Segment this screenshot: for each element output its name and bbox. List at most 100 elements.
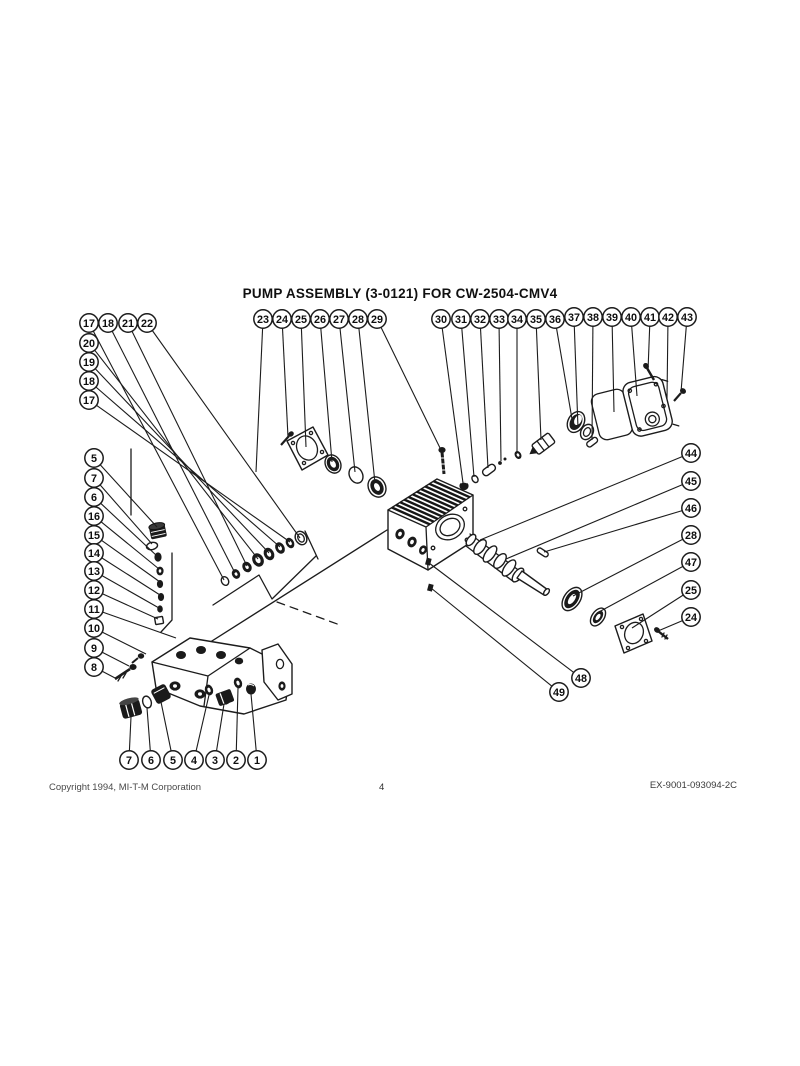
callout-balloon-25: 25: [291, 309, 311, 329]
callout-balloon-42: 42: [658, 307, 678, 327]
callout-balloon-24: 24: [272, 309, 292, 329]
svg-text:13: 13: [88, 566, 100, 578]
svg-text:28: 28: [685, 530, 697, 542]
leader-line-35: [535, 328, 542, 441]
callout-balloon-5: 5: [163, 750, 183, 770]
bearing-cover-plate: [622, 375, 680, 437]
callout-balloon-10: 10: [84, 618, 104, 638]
callout-balloon-12: 12: [84, 580, 104, 600]
callout-balloon-43: 43: [677, 307, 697, 327]
pump-head-drawing: [114, 637, 293, 715]
plunger-seal-row-drawing: [220, 530, 308, 586]
callout-balloon-21: 21: [118, 313, 138, 333]
svg-text:42: 42: [662, 312, 674, 324]
svg-text:7: 7: [91, 473, 97, 485]
svg-text:34: 34: [511, 314, 523, 326]
callout-balloon-48: 48: [571, 668, 591, 688]
svg-text:15: 15: [88, 530, 100, 542]
callout-balloon-8: 8: [84, 657, 104, 677]
leader-line-49: [430, 587, 553, 687]
svg-text:7: 7: [126, 755, 132, 767]
leader-line-27: [339, 328, 356, 473]
leader-line-16: [100, 521, 160, 570]
svg-text:4: 4: [191, 755, 197, 767]
leader-line-24: [281, 328, 289, 438]
shaft-bearing-seal-drawing: [561, 586, 669, 654]
svg-text:32: 32: [474, 314, 486, 326]
callout-balloon-18: 18: [79, 371, 99, 391]
callout-balloon-40: 40: [621, 307, 641, 327]
callout-balloon-3: 3: [205, 750, 225, 770]
svg-text:48: 48: [575, 673, 587, 685]
callout-balloon-29: 29: [367, 309, 387, 329]
leader-line-41: [647, 326, 651, 372]
svg-text:18: 18: [83, 376, 95, 388]
leader-line-28: [572, 538, 684, 597]
svg-text:17: 17: [83, 395, 95, 407]
callout-balloon-16: 16: [84, 506, 104, 526]
drain-plug-screw: [427, 583, 434, 592]
callout-balloon-45: 45: [681, 471, 701, 491]
svg-text:37: 37: [568, 312, 580, 324]
leader-line-22: [151, 330, 301, 539]
port-fittings-drawing: [119, 677, 256, 719]
leader-line-28: [358, 328, 376, 484]
svg-text:20: 20: [83, 338, 95, 350]
svg-text:5: 5: [91, 453, 97, 465]
callout-balloon-28: 28: [348, 309, 368, 329]
callout-balloon-32: 32: [470, 309, 490, 329]
leader-line-37: [573, 326, 579, 429]
svg-text:41: 41: [644, 312, 656, 324]
callout-balloon-31: 31: [451, 309, 471, 329]
valve-stack-drawing: [145, 522, 167, 626]
leader-line-19: [94, 368, 270, 554]
leader-line-39: [611, 326, 615, 413]
svg-text:31: 31: [455, 314, 467, 326]
leader-line-9: [101, 651, 130, 667]
svg-text:16: 16: [88, 511, 100, 523]
svg-text:25: 25: [295, 314, 307, 326]
svg-text:44: 44: [685, 448, 697, 460]
callout-balloon-39: 39: [602, 307, 622, 327]
callout-balloon-9: 9: [84, 638, 104, 658]
leader-line-23: [255, 328, 264, 473]
callout-balloon-6: 6: [84, 487, 104, 507]
callout-balloon-27: 27: [329, 309, 349, 329]
valve-hardware-drawing: [438, 432, 599, 491]
leader-line-30: [441, 328, 464, 484]
leader-line-11: [102, 611, 177, 639]
callout-balloon-34: 34: [507, 309, 527, 329]
callout-balloon-28: 28: [681, 525, 701, 545]
leader-line-5: [160, 701, 172, 752]
svg-text:49: 49: [553, 687, 565, 699]
svg-text:28: 28: [352, 314, 364, 326]
leader-line-6: [146, 707, 151, 751]
callout-balloon-17: 17: [79, 390, 99, 410]
leader-line-40: [631, 326, 638, 397]
svg-text:2: 2: [233, 755, 239, 767]
page-title: PUMP ASSEMBLY (3-0121) FOR CW-2504-CMV4: [242, 286, 558, 301]
svg-text:5: 5: [170, 755, 176, 767]
callout-balloon-24: 24: [681, 607, 701, 627]
svg-text:27: 27: [333, 314, 345, 326]
callout-balloon-38: 38: [583, 307, 603, 327]
callout-balloon-22: 22: [137, 313, 157, 333]
callout-balloon-17: 17: [79, 313, 99, 333]
leader-line-25: [300, 328, 307, 448]
svg-text:29: 29: [371, 314, 383, 326]
leader-line-25: [631, 594, 684, 629]
callout-balloon-15: 15: [84, 525, 104, 545]
front-flange-seals-drawing: [280, 426, 387, 498]
crankcase-drawing: [387, 478, 474, 592]
svg-text:19: 19: [83, 357, 95, 369]
leader-line-47: [596, 565, 684, 614]
svg-text:24: 24: [276, 314, 288, 326]
callout-balloon-46: 46: [681, 498, 701, 518]
leader-line-7: [128, 716, 132, 751]
leader-line-18: [95, 386, 281, 548]
svg-text:30: 30: [435, 314, 447, 326]
leader-line-15: [101, 539, 161, 583]
svg-text:17: 17: [83, 318, 95, 330]
callout-balloon-19: 19: [79, 352, 99, 372]
